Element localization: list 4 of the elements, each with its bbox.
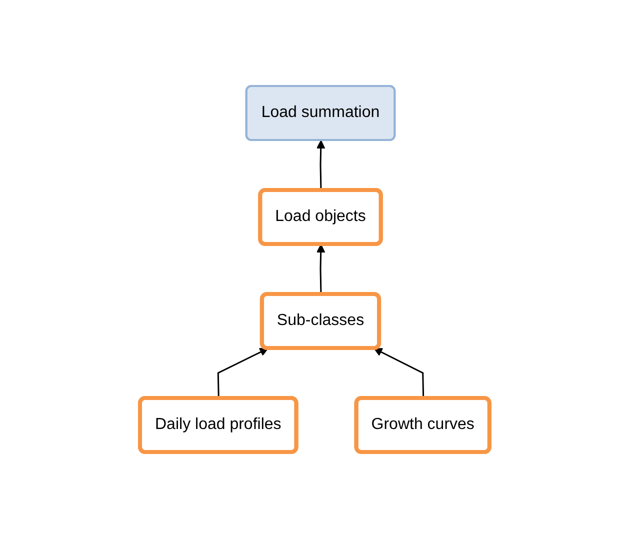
arrow: [374, 348, 424, 398]
arrow: [217, 348, 268, 398]
arrow: [316, 140, 326, 190]
arrow: [316, 244, 326, 294]
